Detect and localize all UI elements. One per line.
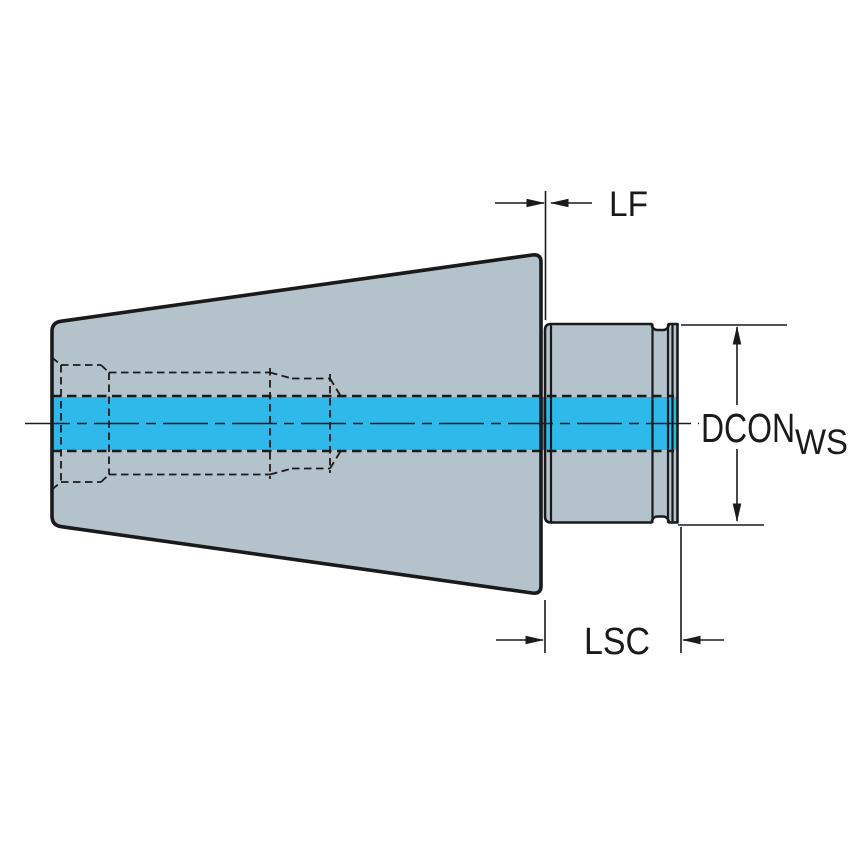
dimension-lsc: LSC [496,527,724,663]
drawing-root: LF LSC DCON WS [25,185,848,663]
lsc-arrowhead-left [525,635,544,645]
dimension-label-dcon: DCON [701,405,795,451]
dimension-label-lsc: LSC [584,621,650,663]
dcon-arrowhead-down [732,503,742,522]
dimension-label-dcon-subscript: WS [795,423,848,462]
lf-arrowhead-left [526,198,545,208]
cone-outline [50,253,543,595]
lsc-arrowhead-right [682,635,701,645]
main-bore-chamfer-top [269,371,293,380]
dimension-lf: LF [495,185,648,320]
lf-arrowhead-right [550,198,569,208]
through-bore-dashed-edges [52,394,674,453]
dimension-label-lf: LF [609,185,648,224]
dcon-arrowhead-up [732,326,742,345]
counterbore-step-chamfer-bottom [100,473,110,483]
shank-cylinder-outline [543,322,679,524]
counterbore-step-chamfer-top [100,364,110,374]
tip-bore-chamfer-top [329,378,342,397]
main-bore-chamfer-bottom [269,467,293,476]
tip-bore-chamfer-bottom [329,450,342,469]
dimension-dcon: DCON WS [678,324,848,526]
